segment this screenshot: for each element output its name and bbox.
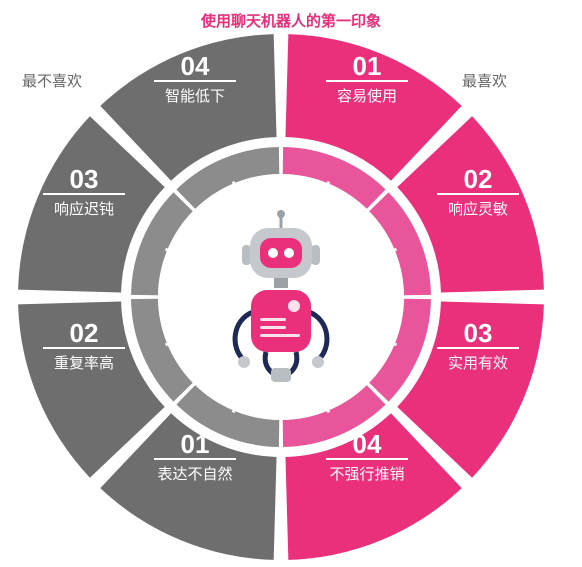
segment-text: 表达不自然: [157, 465, 232, 483]
ring-liked-01: [282, 147, 386, 209]
segment-number: 04: [181, 51, 210, 81]
segment-number: 03: [70, 164, 99, 194]
segment-text: 容易使用: [337, 87, 397, 105]
segment-disliked-03: [18, 116, 165, 293]
segment-number: 01: [353, 51, 382, 81]
ring-disliked-03: [131, 192, 193, 296]
segment-liked-03: [397, 301, 544, 478]
segment-number: 03: [464, 318, 493, 348]
segment-text: 响应灵敏: [448, 200, 508, 218]
segment-liked-04: [285, 413, 462, 560]
segment-label-liked-04: 04 不强行推销: [326, 429, 408, 483]
ring-liked-03: [369, 298, 431, 402]
segment-label-liked-02: 02 响应灵敏: [437, 164, 519, 218]
ring-disliked-02: [131, 298, 193, 402]
least-liked-label: 最不喜欢: [22, 72, 83, 90]
segment-disliked-02: [18, 301, 165, 478]
segment-text: 响应迟钝: [54, 200, 114, 218]
segment-label-disliked-02: 02 重复率高: [43, 318, 125, 372]
segment-label-liked-03: 03 实用有效: [437, 318, 519, 372]
segment-text: 重复率高: [54, 354, 114, 372]
segment-liked-01: [285, 34, 462, 181]
robot-icon: [232, 210, 330, 382]
segment-text: 智能低下: [165, 87, 225, 105]
ring-liked-04: [282, 385, 386, 447]
ring-liked-02: [369, 192, 431, 296]
segment-text: 不强行推销: [329, 465, 404, 483]
segment-number: 01: [181, 429, 210, 459]
segment-number: 02: [70, 318, 99, 348]
segment-number: 02: [464, 164, 493, 194]
ring-disliked-04: [176, 147, 280, 209]
segment-label-disliked-01: 01 表达不自然: [154, 429, 236, 483]
segment-label-disliked-04: 04 智能低下: [154, 51, 236, 105]
ring-disliked-01: [176, 385, 280, 447]
segment-liked-02: [397, 116, 544, 293]
segment-disliked-04: [100, 34, 277, 181]
segment-label-liked-01: 01 容易使用: [326, 51, 408, 105]
segment-text: 实用有效: [448, 354, 508, 372]
diagram-title: 使用聊天机器人的第一印象: [200, 12, 381, 30]
segment-number: 04: [353, 429, 382, 459]
most-liked-label: 最喜欢: [462, 72, 508, 90]
segment-label-disliked-03: 03 响应迟钝: [43, 164, 125, 218]
segment-disliked-01: [100, 413, 277, 560]
